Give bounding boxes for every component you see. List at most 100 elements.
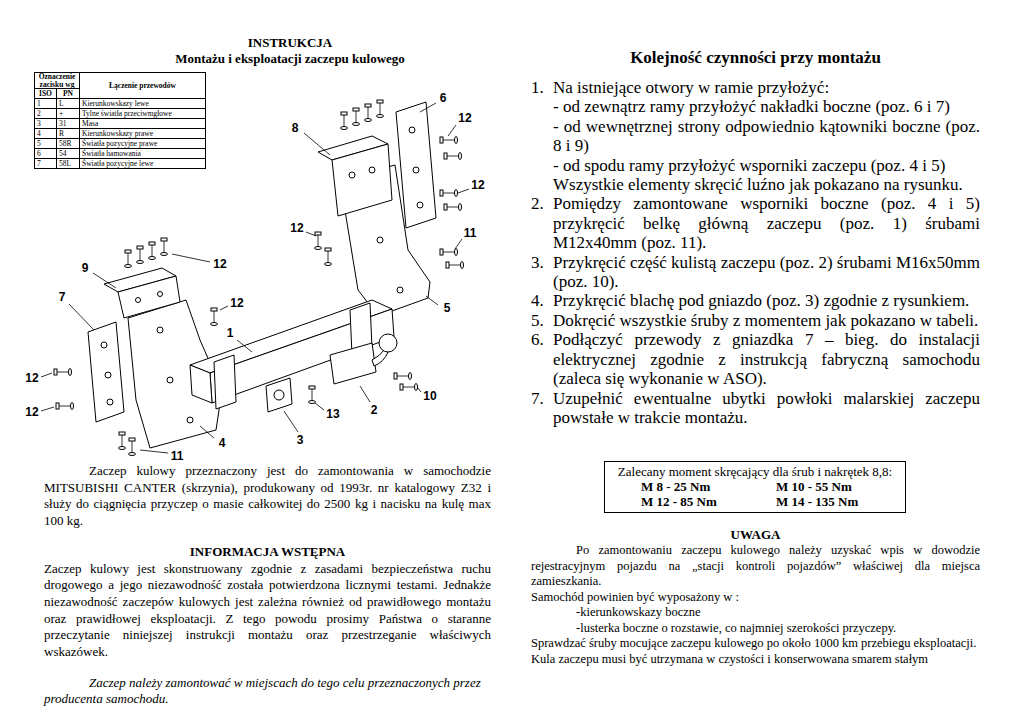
step-number: 2. bbox=[531, 194, 553, 252]
table-cell: R bbox=[57, 129, 80, 139]
table-cell: 5 bbox=[35, 139, 57, 149]
table-cell: Masa bbox=[80, 119, 206, 129]
step-text: - od spodu ramy przyłożyć wsporniki zacz… bbox=[553, 156, 980, 175]
document-title: INSTRUKCJA bbox=[44, 35, 536, 51]
torque-value: M 12 - 85 Nm bbox=[641, 494, 776, 509]
callout-number: 3 bbox=[296, 434, 305, 447]
table-row: Oznaczenie zacisku wgŁączenie przewodów bbox=[35, 73, 206, 89]
side-plate-right bbox=[396, 102, 436, 228]
table-cell: 31 bbox=[57, 119, 80, 129]
step-number: 3. bbox=[531, 253, 553, 292]
table-cell: Światła pozycyjne prawe bbox=[80, 139, 206, 149]
torque-value: M 10 - 55 Nm bbox=[776, 479, 899, 494]
table-cell: 54 bbox=[57, 149, 80, 159]
step-text: Pomiędzy zamontowane wsporniki boczne (p… bbox=[553, 194, 980, 252]
callout-number: 5 bbox=[443, 302, 452, 315]
table-cell: 1 bbox=[35, 99, 57, 109]
step-text: Na istniejące otwory w ramie przyłożyć: bbox=[553, 78, 980, 97]
step-number: 5. bbox=[531, 311, 553, 330]
leader-lines bbox=[41, 103, 469, 453]
table-cell: 3 bbox=[35, 119, 57, 129]
table-grid: Oznaczenie zacisku wgŁączenie przewodówI… bbox=[34, 72, 206, 169]
callout-number: 12 bbox=[24, 406, 39, 419]
table-row: ISOPN bbox=[35, 89, 206, 99]
subtitle: Montażu i eksploatacji zaczepu kulowego bbox=[44, 51, 536, 67]
step-number: 4. bbox=[531, 291, 553, 310]
callout-number: 1 bbox=[226, 327, 235, 340]
paragraph: Samochód powinien być wyposażony w : bbox=[531, 590, 980, 606]
torque-value: M 8 - 25 Nm bbox=[641, 479, 776, 494]
callout-number: 9 bbox=[81, 262, 90, 275]
bolts bbox=[54, 100, 464, 456]
ball-mount bbox=[330, 334, 397, 384]
callout-number: 8 bbox=[291, 122, 300, 135]
table-row: 1LKierunkowskazy lewe bbox=[35, 99, 206, 109]
table-cell: PN bbox=[57, 89, 80, 99]
list-item: -lusterka boczne o rozstawie, co najmnie… bbox=[531, 621, 980, 637]
table-cell: Światła pozycyjne lewe bbox=[80, 159, 206, 169]
callout-number: 2 bbox=[370, 404, 379, 417]
wiring-table: Oznaczenie zacisku wgŁączenie przewodówI… bbox=[34, 72, 206, 169]
table-row: 758LŚwiatła pozycyjne lewe bbox=[35, 159, 206, 169]
callout-number: 12 bbox=[470, 179, 485, 192]
step-text: - od wewnętrznej strony odpowiednio kąto… bbox=[553, 117, 980, 156]
table-row: 558RŚwiatła pozycyjne prawe bbox=[35, 139, 206, 149]
table-cell: 58R bbox=[57, 139, 80, 149]
table-cell: Tylne światła przeciwmgłowe bbox=[80, 109, 206, 119]
socket-plate bbox=[266, 378, 292, 412]
step-text: Dokręcić wszystkie śruby z momentem jak … bbox=[553, 311, 980, 330]
section-heading: INFORMACJA WSTĘPNA bbox=[44, 544, 491, 561]
section-heading: Kolejność czynności przy montażu bbox=[531, 48, 980, 68]
table-row: 2+Tylne światła przeciwmgłowe bbox=[35, 109, 206, 119]
section-heading: UWAGA bbox=[531, 526, 980, 543]
callout-number: 4 bbox=[218, 437, 227, 450]
side-plate-left bbox=[88, 322, 124, 422]
table-cell: L bbox=[57, 99, 80, 109]
step-number: 7. bbox=[531, 389, 553, 428]
paragraph: Sprawdzać śruby mocujące zaczepu kuloweg… bbox=[531, 636, 980, 652]
torque-value: M 14 - 135 Nm bbox=[776, 494, 899, 509]
table-cell: Oznaczenie zacisku wg bbox=[35, 73, 80, 89]
step-text: Przykręcić blachę pod gniazdo (poz. 3) z… bbox=[553, 291, 980, 310]
angle-bracket-left bbox=[104, 268, 180, 318]
table-cell: + bbox=[57, 109, 80, 119]
table-cell: 4 bbox=[35, 129, 57, 139]
callout-number: 10 bbox=[422, 390, 437, 403]
table-cell: Światła hamowania bbox=[80, 149, 206, 159]
callout-number: 12 bbox=[229, 297, 244, 310]
callout-number: 11 bbox=[170, 450, 185, 463]
paragraph: Zaczep kulowy jest skonstruowany zgodnie… bbox=[44, 561, 491, 661]
table-row: 654Światła hamowania bbox=[35, 149, 206, 159]
table-cell: 58L bbox=[57, 159, 80, 169]
paragraph: Zaczep kulowy przeznaczony jest do zamon… bbox=[44, 463, 491, 530]
table-cell: 7 bbox=[35, 159, 57, 169]
step-text: - od zewnątrz ramy przyłożyć nakładki bo… bbox=[553, 97, 980, 116]
table-row: 331Masa bbox=[35, 119, 206, 129]
callout-number: 6 bbox=[439, 92, 448, 105]
table-cell: Kierunkowskazy prawe bbox=[80, 129, 206, 139]
bracket-left bbox=[128, 300, 222, 448]
table-cell: 6 bbox=[35, 149, 57, 159]
step-text: Podłączyć przewody z gniazdka 7 – bieg. … bbox=[553, 330, 980, 388]
callout-number: 12 bbox=[457, 112, 472, 125]
table-row: 4RKierunkowskazy prawe bbox=[35, 129, 206, 139]
table-cell: 2 bbox=[35, 109, 57, 119]
note: Zaczep należy zamontować w miejscach do … bbox=[44, 675, 491, 708]
table-cell: Łączenie przewodów bbox=[80, 73, 206, 99]
main-beam bbox=[190, 300, 394, 409]
list-item: -kierunkowskazy boczne bbox=[531, 605, 980, 621]
callout-number: 12 bbox=[212, 258, 227, 271]
paragraph: Kula zaczepu musi być utrzymana w czysto… bbox=[531, 652, 980, 668]
step-text: Wszystkie elementy skręcić luźno jak pok… bbox=[553, 175, 980, 194]
step-text: Przykręcić część kulistą zaczepu (poz. 2… bbox=[553, 253, 980, 292]
step-number: 6. bbox=[531, 330, 553, 388]
torque-heading: Zalecany moment skręcający dla śrub i na… bbox=[611, 464, 899, 479]
callout-number: 7 bbox=[58, 291, 67, 304]
paragraph: Po zamontowaniu zaczepu kulowego należy … bbox=[531, 543, 980, 590]
torque-box: Zalecany moment skręcający dla śrub i na… bbox=[604, 461, 906, 513]
table-cell: ISO bbox=[35, 89, 57, 99]
table-cell: Kierunkowskazy lewe bbox=[80, 99, 206, 109]
callout-number: 12 bbox=[289, 222, 304, 235]
step-number: 1. bbox=[531, 78, 553, 194]
callout-number: 13 bbox=[325, 408, 340, 421]
